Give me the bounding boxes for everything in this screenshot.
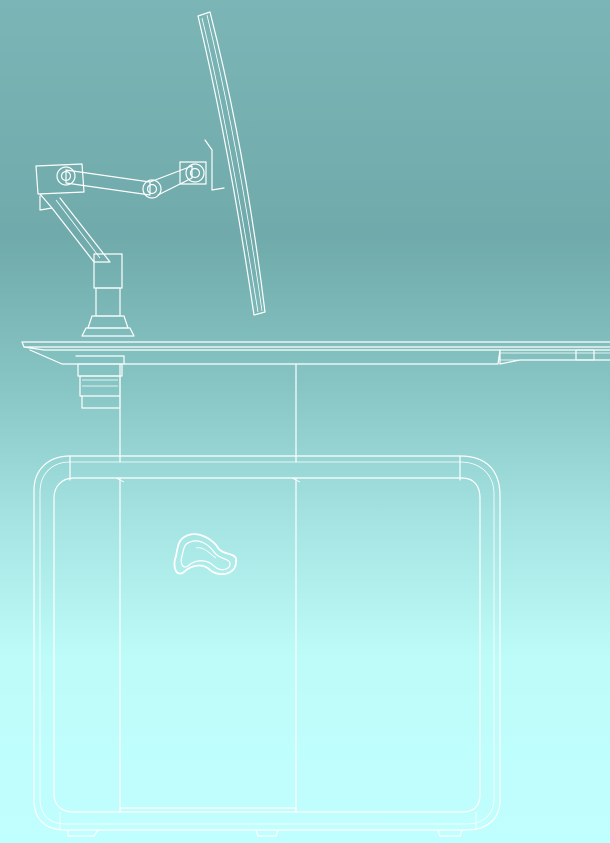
infinity-loop-logo-icon (173, 533, 237, 576)
monitor-arm (35, 161, 207, 337)
desktop-surface (21, 341, 610, 409)
desk-column (119, 363, 297, 463)
monitor (197, 11, 266, 316)
cabinet-base (33, 455, 501, 837)
